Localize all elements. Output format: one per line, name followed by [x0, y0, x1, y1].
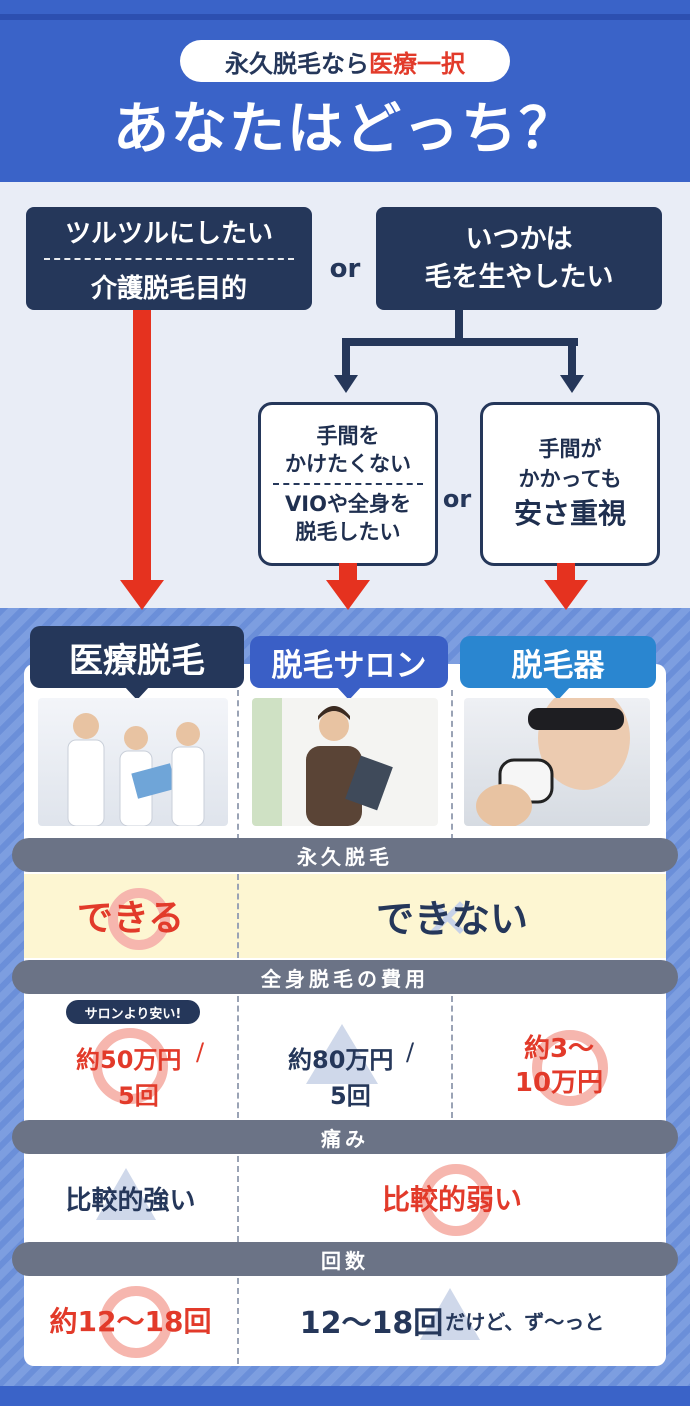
row-label-permanent: 永久脱毛	[12, 838, 678, 872]
choice-b-line1: 手間が	[538, 437, 602, 461]
cheaper-badge: サロンより安い!	[66, 1000, 200, 1024]
circle-mark-icon	[108, 888, 170, 950]
left-box-line2: 介護脱毛目的	[90, 273, 247, 304]
right-condition-box: いつかは 毛を生やしたい	[376, 207, 662, 310]
red-arrow-shaft-medical	[133, 310, 151, 585]
tab-device-pointer	[545, 686, 571, 700]
cost-medical-separator: /	[196, 1038, 205, 1066]
circle-mark-icon-device	[532, 1030, 608, 1106]
dotted-divider	[44, 257, 294, 260]
pain-medical-value: 比較的強い	[65, 1185, 196, 1216]
branch-stem	[455, 310, 463, 342]
branch-horizontal	[342, 338, 578, 346]
cost-medical-times: 5回	[118, 1082, 159, 1110]
pill-prefix: 永久脱毛なら	[225, 49, 369, 78]
pill-highlight: 医療一択	[369, 49, 465, 78]
count-others-value: 12〜18回 だけど、ず〜っと	[238, 1292, 666, 1348]
permanent-medical-value: できる	[76, 898, 185, 939]
cost-device-line1: 約3〜	[523, 1033, 595, 1064]
device-user-photo	[464, 698, 650, 826]
choice-b-line2: かかっても	[518, 467, 622, 491]
circle-mark-icon-cost	[92, 1028, 168, 1104]
branch-right-drop	[568, 338, 576, 376]
pain-others-value: 比較的弱い	[381, 1183, 522, 1216]
red-arrow-head-device	[544, 580, 588, 610]
tab-medical: 医療脱毛	[30, 626, 244, 688]
triangle-mark-icon-count	[420, 1288, 480, 1340]
or-label-top: or	[329, 254, 361, 284]
choice-a-line3: VIOや全身を	[285, 492, 411, 516]
medical-staff-photo	[38, 698, 228, 826]
choice-a-line2: かけたくない	[285, 452, 411, 476]
circle-mark-icon-pain	[420, 1164, 492, 1236]
permanent-others-value: できない	[375, 896, 528, 941]
cross-mark-icon: ✕	[424, 887, 471, 952]
column-divider-1	[237, 690, 239, 840]
branch-right-arrowhead	[560, 375, 584, 393]
column-divider-cost-1	[237, 996, 239, 1118]
choice-b-line3: 安さ重視	[513, 497, 626, 530]
column-divider-pain	[237, 1156, 239, 1242]
cost-salon-times: 5回	[330, 1082, 371, 1110]
left-condition-box: ツルツルにしたい 介護脱毛目的	[26, 207, 312, 310]
choice-a-line4: 脱毛したい	[295, 520, 401, 544]
cost-salon-separator: /	[406, 1038, 415, 1066]
red-arrow-shaft-salon	[339, 563, 357, 585]
red-arrow-shaft-device	[557, 563, 575, 585]
tab-device: 脱毛器	[460, 636, 656, 688]
choice-a-divider	[273, 483, 423, 485]
red-arrow-head-medical	[120, 580, 164, 610]
triangle-mark-icon-cost	[306, 1024, 378, 1084]
left-box-line1: ツルツルにしたい	[64, 218, 273, 249]
column-divider-cost-2	[451, 996, 453, 1118]
tab-salon-pointer	[336, 686, 362, 700]
column-divider-2	[451, 690, 453, 840]
cost-medical-amount: 約50万円	[76, 1046, 182, 1074]
salon-staff-photo	[252, 698, 438, 826]
count-others-main: 12〜18回	[299, 1306, 444, 1341]
choice-cheap: 手間が かかっても 安さ重視	[480, 402, 660, 566]
tab-medical-pointer	[124, 686, 150, 700]
choice-a-line1: 手間を	[316, 424, 380, 448]
cost-device-line2: 10万円	[514, 1067, 604, 1098]
right-box-line1: いつかは	[465, 223, 573, 255]
red-arrow-head-salon	[326, 580, 370, 610]
footer-stripe	[0, 1386, 690, 1406]
tab-salon: 脱毛サロン	[250, 636, 448, 688]
circle-mark-icon-count	[100, 1286, 172, 1358]
branch-left-arrowhead	[334, 375, 358, 393]
triangle-mark-icon-pain	[96, 1168, 156, 1220]
row-label-pain: 痛み	[12, 1120, 678, 1154]
or-label-bottom: or	[442, 485, 472, 513]
header-top-stripe	[0, 14, 690, 20]
row-label-count: 回数	[12, 1242, 678, 1276]
page-title: あなたはどっち？	[113, 96, 577, 162]
branch-left-drop	[342, 338, 350, 376]
column-divider-count	[237, 1278, 239, 1364]
choice-low-effort: 手間を かけたくない VIOや全身を 脱毛したい	[258, 402, 438, 566]
count-others-tail: だけど、ず〜っと	[445, 1309, 605, 1334]
row-label-cost: 全身脱毛の費用	[12, 960, 678, 994]
count-medical-value: 約12〜18回	[49, 1305, 212, 1338]
header-banner	[0, 0, 690, 182]
right-box-line2: 毛を生やしたい	[424, 261, 614, 293]
header-pill: 永久脱毛なら医療一択	[180, 40, 510, 82]
column-divider-permanent	[237, 874, 239, 958]
cost-salon-amount: 約80万円	[288, 1046, 394, 1074]
